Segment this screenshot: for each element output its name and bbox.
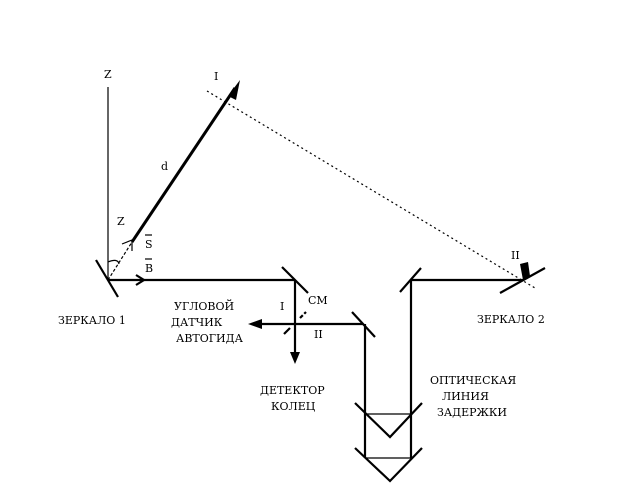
sensor-label-1: УГЛОВОЙ <box>174 299 234 313</box>
splitter-label: СМ <box>308 294 328 307</box>
zenith-angle-arc <box>107 259 120 265</box>
fold-mirror-3 <box>399 267 422 293</box>
beam-ii-label: II <box>314 328 323 341</box>
mirror-2-label: ЗЕРКАЛО 2 <box>477 313 545 326</box>
s-vector-dashed <box>107 241 133 281</box>
delay-label-1: ОПТИЧЕСКАЯ <box>430 374 516 387</box>
beam-i-label: I <box>280 300 284 313</box>
s-vector-label: S <box>145 238 153 251</box>
beam-ii-arrowhead <box>520 262 530 280</box>
detector-label-1: ДЕТЕКТОР <box>260 384 325 397</box>
wavefront-line <box>206 90 536 289</box>
beam-ii-top-label: II <box>511 249 520 262</box>
b-arrowhead <box>135 274 147 286</box>
detector-label-2: КОЛЕЦ <box>271 400 316 413</box>
star-direction-d <box>130 87 237 243</box>
d-label: d <box>161 160 168 173</box>
sensor-label-3: АВТОГИДА <box>176 332 244 345</box>
beam-i-top-label: I <box>214 70 218 83</box>
mirror-1-label: ЗЕРКАЛО 1 <box>58 314 126 327</box>
sensor-arrowhead <box>248 319 262 329</box>
zenith-angle-label: Z <box>117 215 125 228</box>
beam-splitter-b <box>283 327 291 335</box>
b-vector-label: B <box>145 262 153 275</box>
mirror-2 <box>499 267 546 294</box>
beam-i-arrowhead <box>228 80 240 100</box>
s-vector-arrowhead <box>121 239 133 251</box>
beam-splitter-a <box>299 311 307 319</box>
delay-label-2: ЛИНИЯ <box>442 390 489 403</box>
retroreflector-2 <box>354 447 423 483</box>
z-axis-label: Z <box>104 68 112 81</box>
delay-label-3: ЗАДЕРЖКИ <box>437 406 507 419</box>
sensor-label-2: ДАТЧИК <box>171 316 223 329</box>
mirror-1 <box>95 259 119 298</box>
fold-mirror-2 <box>351 311 376 338</box>
detector-arrowhead <box>290 352 300 364</box>
